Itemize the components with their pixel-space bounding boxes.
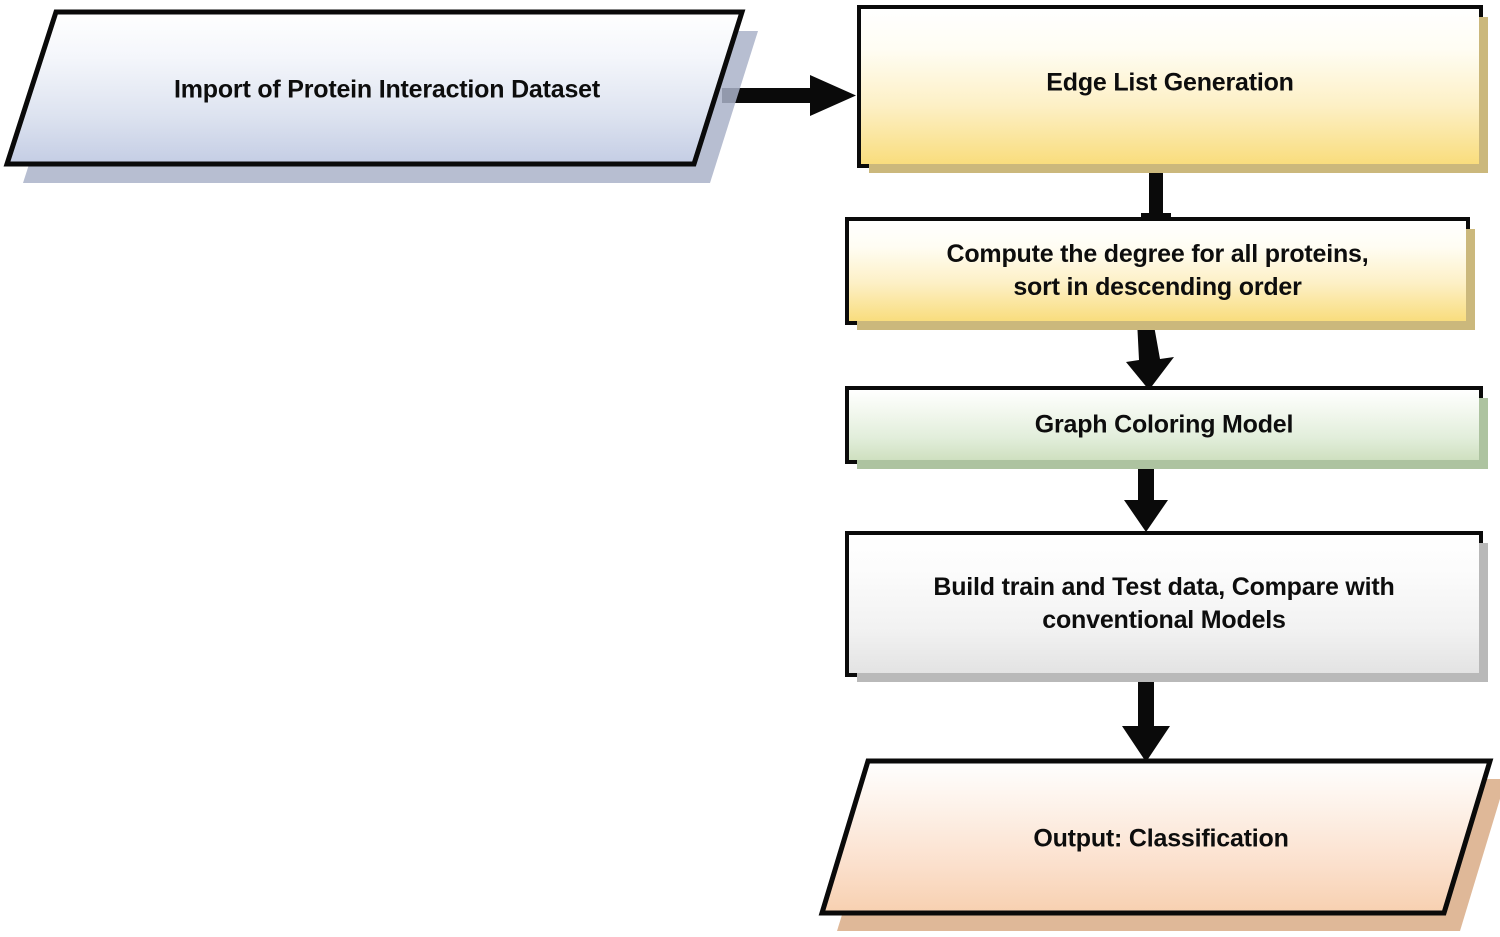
- node-edge-list-generation-label: Edge List Generation: [1046, 68, 1294, 97]
- edge-list-generation-shadow-bottom: [869, 164, 1488, 173]
- build-train-test-shadow-bottom: [857, 673, 1488, 682]
- node-graph-coloring-model[interactable]: Graph Coloring Model: [845, 386, 1488, 469]
- node-output-classification[interactable]: Output: Classification: [812, 758, 1500, 933]
- connector-computedegree-to-graphcoloring: [1112, 320, 1202, 392]
- arrow-down-glyph: [1124, 462, 1168, 532]
- line-stem: [1149, 160, 1163, 222]
- node-build-train-test[interactable]: Build train and Test data, Compare with …: [845, 531, 1488, 682]
- graph-coloring-shadow-bottom: [857, 460, 1488, 469]
- build-train-test-shadow-right: [1479, 543, 1488, 682]
- arrow-down-glyph: [1126, 320, 1174, 390]
- edge-list-generation-shadow-right: [1479, 17, 1488, 173]
- compute-degree-shadow-bottom: [857, 321, 1475, 330]
- output-classification-shape: [818, 758, 1494, 916]
- arrow-down-glyph: [1122, 674, 1170, 762]
- connector-import-to-edgelist: [722, 74, 862, 118]
- node-graph-coloring-model-label: Graph Coloring Model: [1034, 410, 1294, 439]
- node-compute-degree-label: Compute the degree for all proteins, sor…: [946, 240, 1369, 301]
- node-edge-list-generation[interactable]: Edge List Generation: [857, 5, 1488, 173]
- node-import-dataset[interactable]: Import of Protein Interaction Dataset: [0, 6, 758, 183]
- compute-degree-shadow-right: [1466, 229, 1475, 330]
- graph-coloring-shadow-right: [1479, 398, 1488, 469]
- node-compute-degree[interactable]: Compute the degree for all proteins, sor…: [845, 217, 1475, 330]
- import-dataset-shape: [3, 9, 746, 167]
- connector-graphcoloring-to-buildtrain: [1118, 462, 1198, 534]
- arrow-right-glyph: [722, 75, 856, 116]
- node-build-train-test-label: Build train and Test data, Compare with …: [933, 573, 1395, 634]
- connector-buildtrain-to-output: [1118, 674, 1198, 764]
